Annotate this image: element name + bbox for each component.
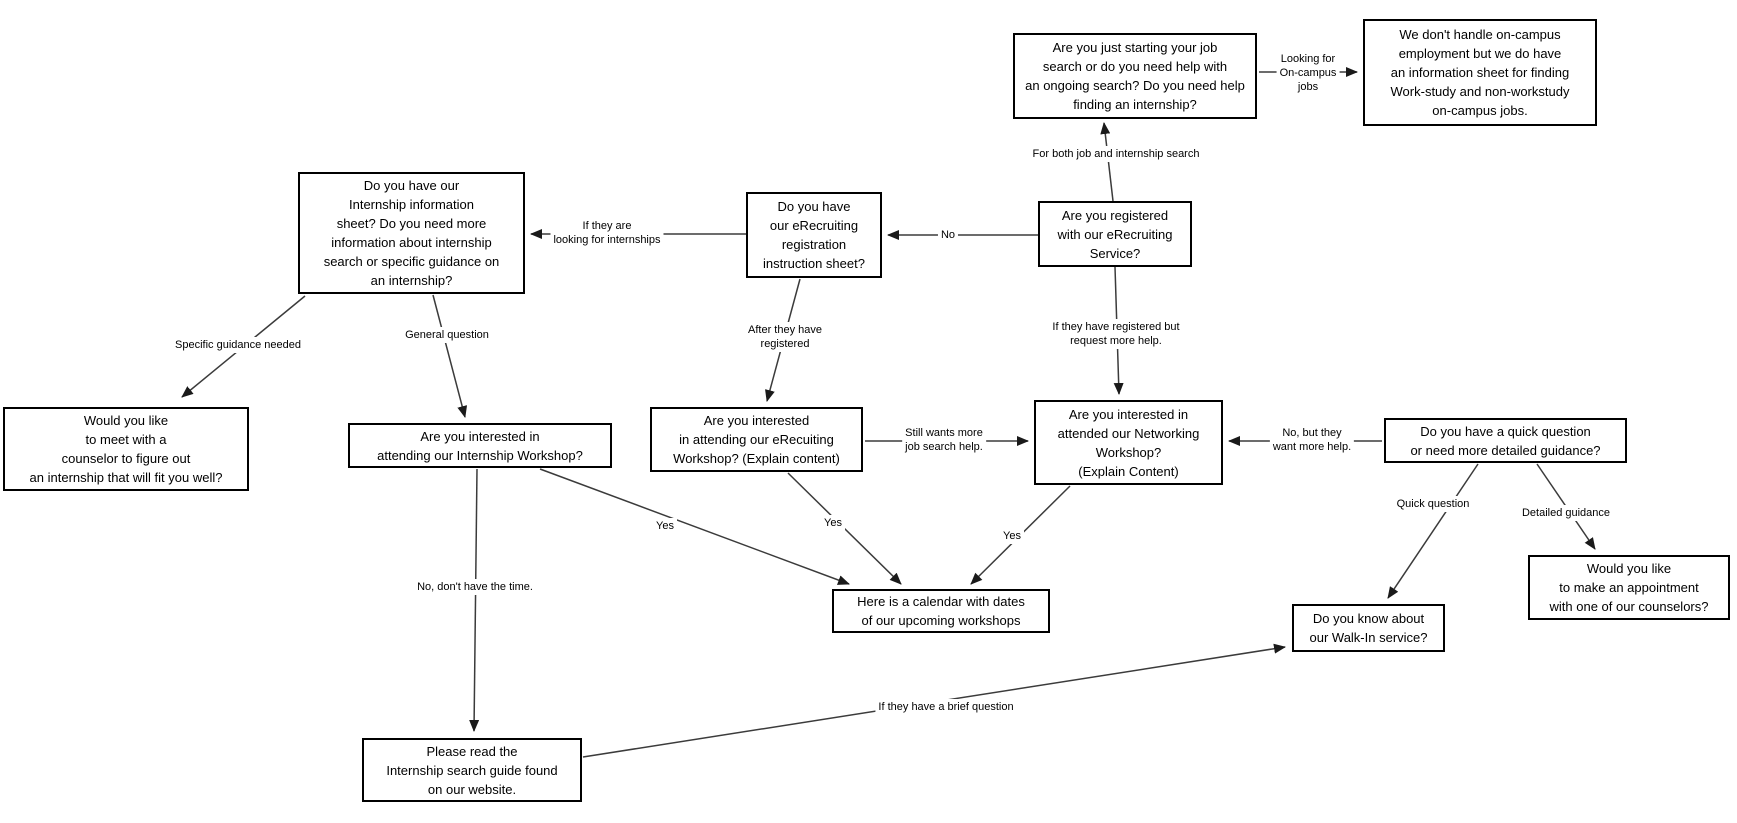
- node-workshop-calendar: Here is a calendar with dates of our upc…: [832, 589, 1050, 633]
- node-erecruiting-workshop: Are you interested in attending our eRec…: [650, 407, 863, 472]
- edge-label-after-registered: After they have registered: [745, 322, 825, 352]
- edge-label-if-looking-internships: If they are looking for internships: [550, 218, 664, 248]
- edge-label-looking-oncampus: Looking for On-campus jobs: [1276, 51, 1340, 95]
- node-quick-or-detailed: Do you have a quick question or need mor…: [1384, 418, 1627, 463]
- edge-label-yes-networking: Yes: [1000, 528, 1024, 544]
- edge-label-specific-guidance: Specific guidance needed: [172, 337, 304, 353]
- edge-label-general-question: General question: [402, 327, 492, 343]
- node-internship-workshop: Are you interested in attending our Inte…: [348, 423, 612, 468]
- edge-workshop-to-calendar: [539, 468, 850, 585]
- edge-label-still-wants-help: Still wants more job search help.: [902, 425, 986, 455]
- node-instruction-sheet: Do you have our eRecruiting registration…: [746, 192, 882, 278]
- edge-quick-to-walkin: [1387, 463, 1479, 599]
- edge-label-if-registered-more-help: If they have registered but request more…: [1049, 319, 1183, 349]
- edge-label-yes-erecruiting: Yes: [821, 515, 845, 531]
- edge-label-for-both: For both job and internship search: [1029, 146, 1203, 162]
- node-search-guide: Please read the Internship search guide …: [362, 738, 582, 802]
- node-oncampus-info: We don't handle on-campus employment but…: [1363, 19, 1597, 126]
- node-internship-info-sheet: Do you have our Internship information s…: [298, 172, 525, 294]
- node-networking-workshop: Are you interested in attended our Netwo…: [1034, 400, 1223, 485]
- edge-internship-info-to-workshop: [432, 294, 468, 418]
- edge-label-no-but-more-help: No, but they want more help.: [1269, 425, 1355, 455]
- edge-label-no: No: [937, 227, 959, 243]
- edge-label-quick-question: Quick question: [1393, 496, 1473, 512]
- edge-registered-to-start: [1100, 122, 1114, 202]
- node-start-question: Are you just starting your job search or…: [1013, 33, 1257, 119]
- edge-label-detailed-guidance: Detailed guidance: [1518, 505, 1614, 521]
- node-make-appointment: Would you like to make an appointment wi…: [1528, 555, 1730, 620]
- edge-workshop-to-guide: [469, 468, 480, 732]
- edge-label-yes-internship: Yes: [653, 518, 677, 534]
- node-meet-counselor: Would you like to meet with a counselor …: [3, 407, 249, 491]
- edge-label-no-time: No, don't have the time.: [414, 579, 536, 595]
- node-registered-erecruiting: Are you registered with our eRecruiting …: [1038, 201, 1192, 267]
- edge-label-brief-question: If they have a brief question: [875, 699, 1017, 715]
- node-walk-in-service: Do you know about our Walk-In service?: [1292, 604, 1445, 652]
